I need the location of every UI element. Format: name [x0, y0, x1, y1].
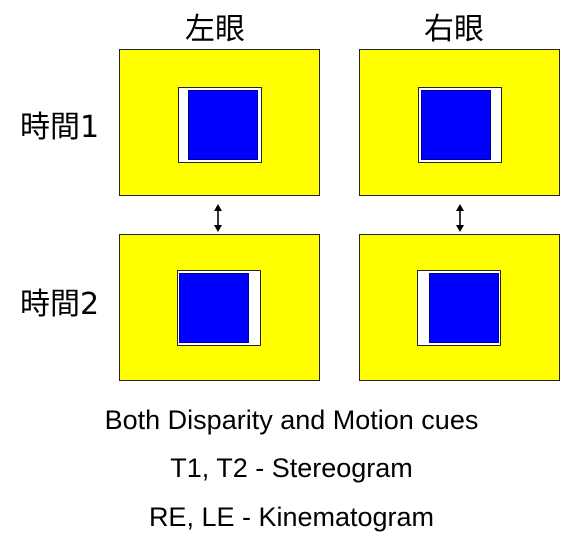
caption-kinematogram: RE, LE - Kinematogram: [148, 502, 435, 532]
column-label-right-eye: 右眼: [424, 12, 484, 47]
blue-square: [188, 90, 258, 160]
double-arrow-icon-left: [214, 204, 222, 232]
panel-time2-left-eye: [119, 234, 320, 381]
panel-time1-right-eye: [359, 49, 560, 196]
square-frame: [178, 87, 262, 163]
caption-cues: Both Disparity and Motion cues: [104, 405, 479, 435]
double-arrow-icon-right: [456, 204, 464, 232]
panel-time2-right-eye: [359, 234, 560, 381]
panel-time1-left-eye: [119, 49, 320, 196]
square-frame: [417, 270, 501, 346]
column-label-left-eye: 左眼: [185, 12, 245, 47]
row-label-time-2: 時間2: [20, 287, 100, 322]
blue-square: [429, 273, 499, 343]
blue-square: [179, 273, 249, 343]
square-frame: [177, 270, 261, 346]
row-label-time-1: 時間1: [20, 110, 100, 145]
caption-stereogram: T1, T2 - Stereogram: [170, 453, 413, 483]
blue-square: [421, 90, 491, 160]
square-frame: [418, 87, 502, 163]
